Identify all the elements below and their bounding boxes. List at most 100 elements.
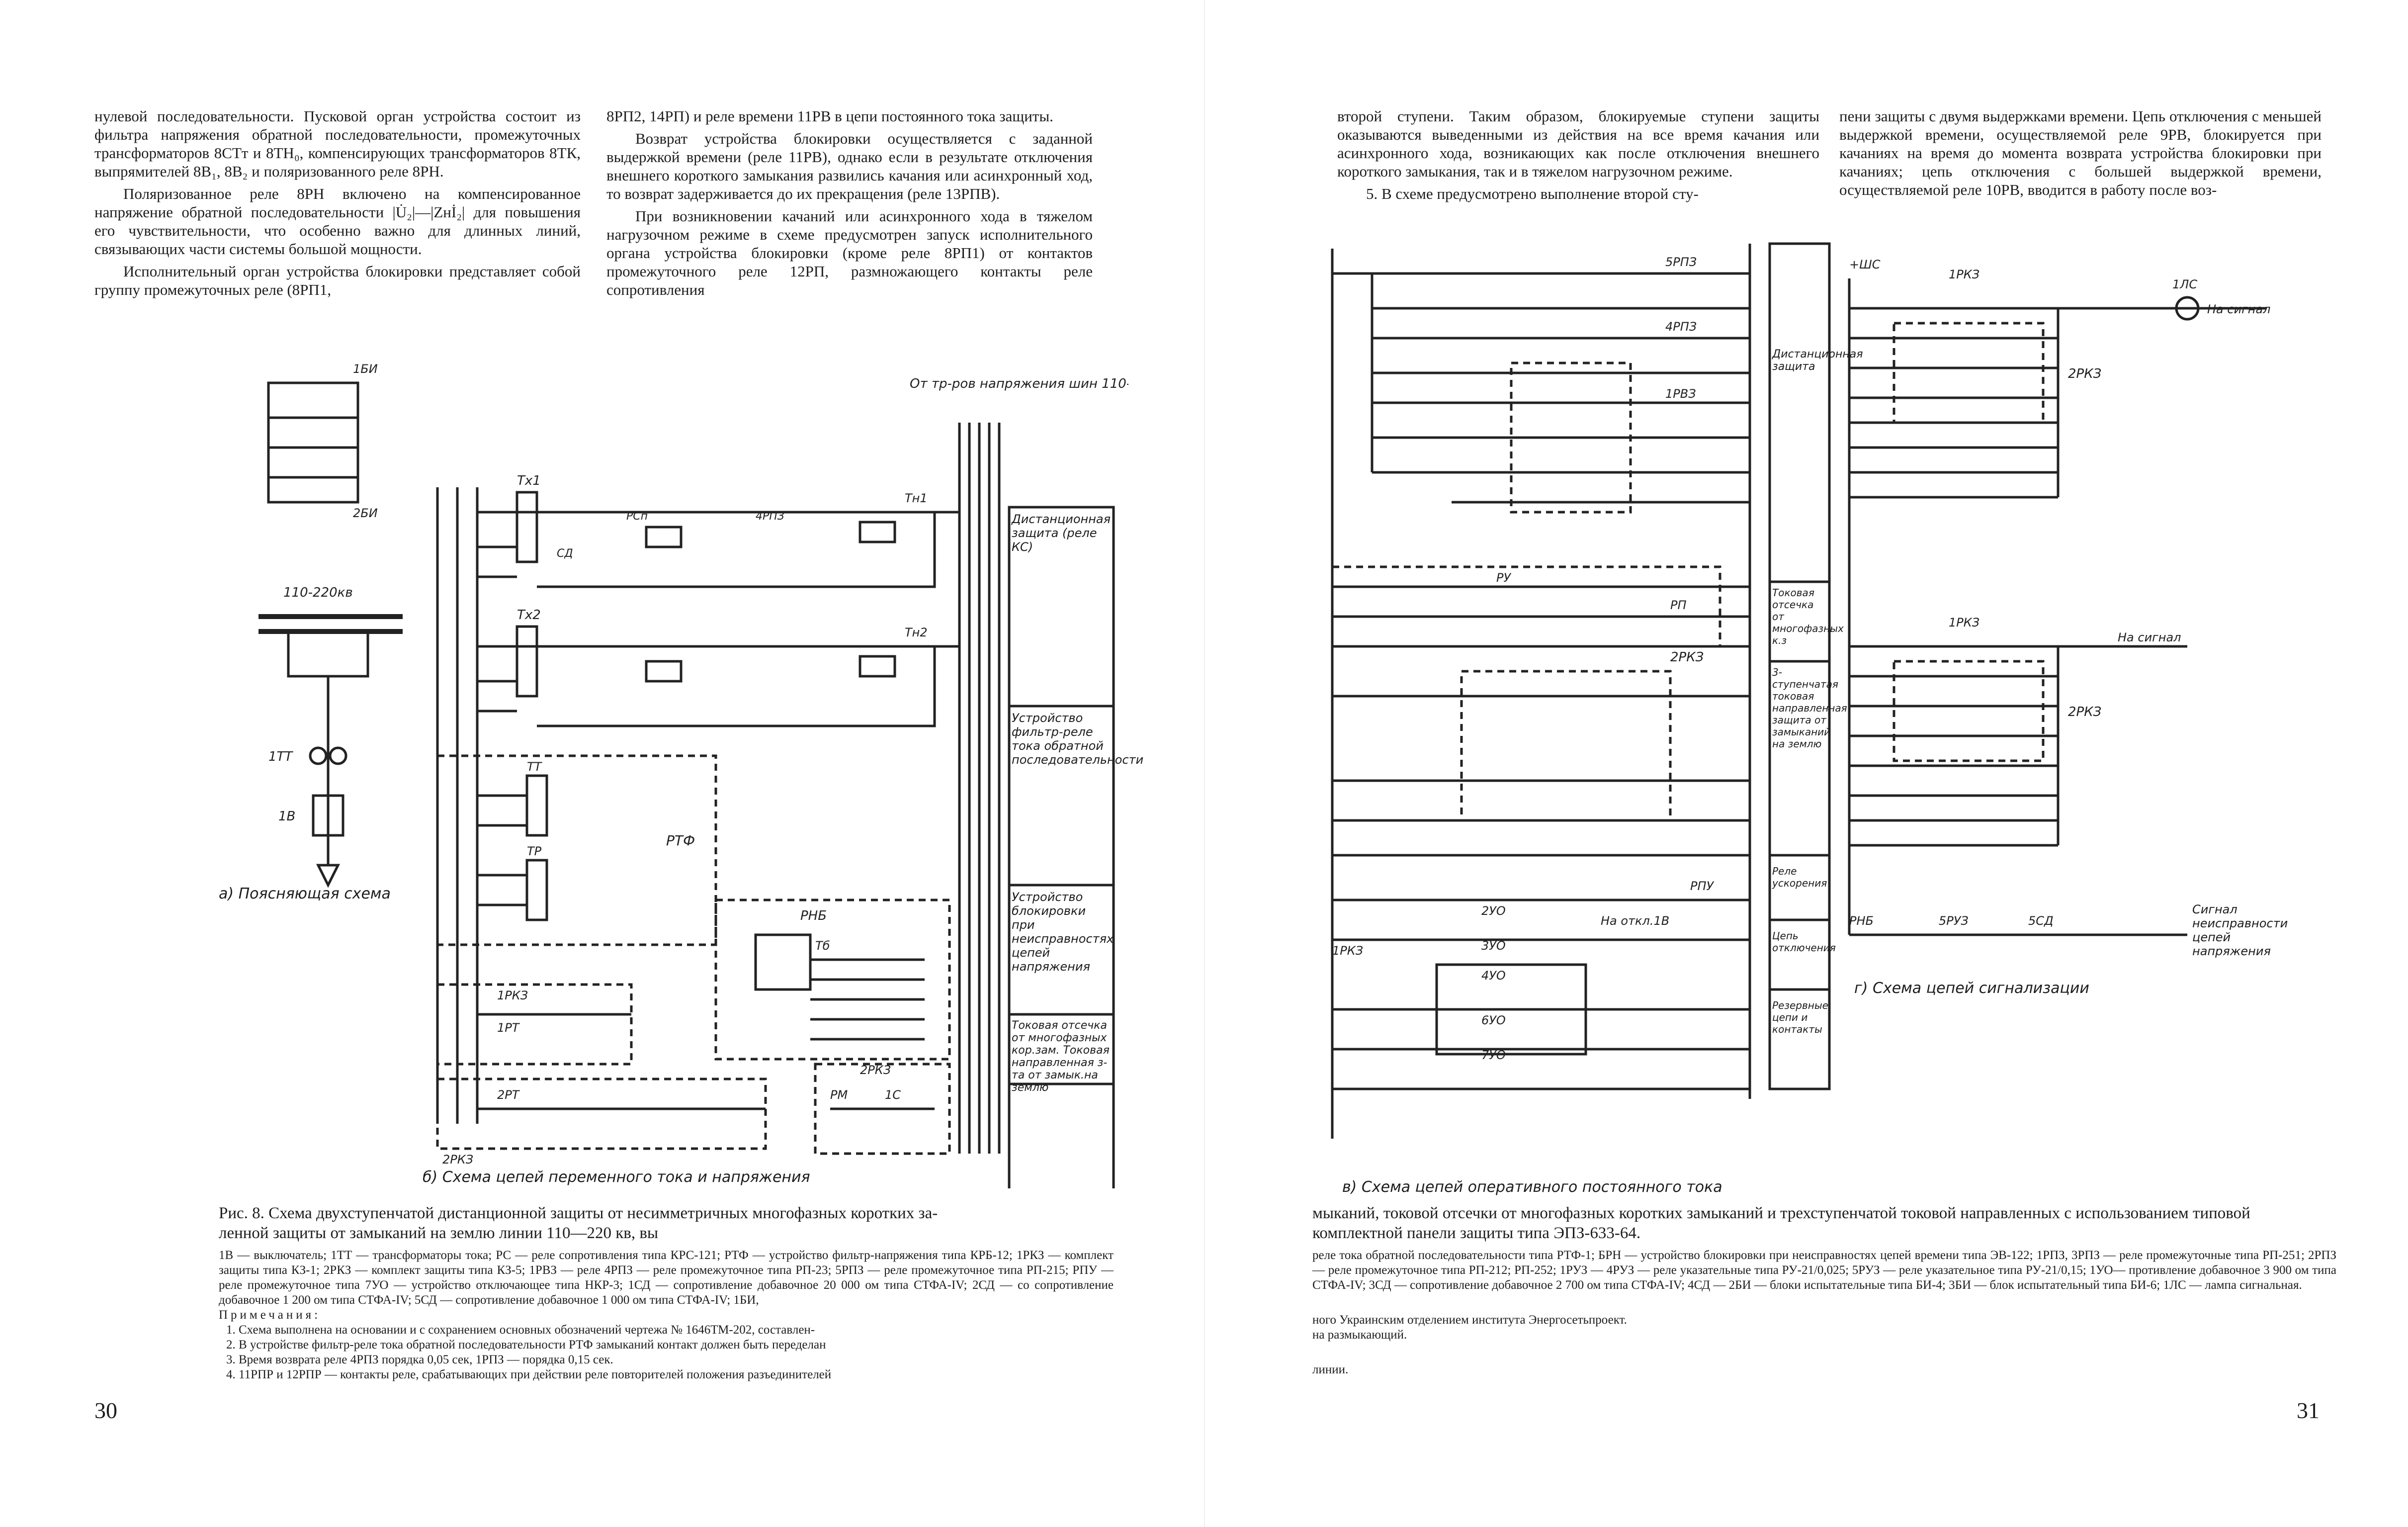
label-2rkz-s2: 2РКЗ bbox=[2068, 705, 2101, 719]
left-legend: 1В — выключатель; 1ТТ — трансформаторы т… bbox=[219, 1248, 1114, 1382]
label-signal-2: На сигнал bbox=[2118, 630, 2181, 644]
subtitle-g: г) Схема цепей сигнализации bbox=[1854, 980, 2089, 997]
label-r-cutoff: Токовая отсечка от многофазных к.з bbox=[1772, 587, 1844, 646]
label-5rpz: 5РПЗ bbox=[1665, 255, 1697, 269]
label-4rpz-r: 4РПЗ bbox=[1665, 320, 1697, 334]
note-item: Схема выполнена на основании и с сохране… bbox=[239, 1323, 1114, 1338]
paragraph: 5. В схеме предусмотрено выполнение втор… bbox=[1366, 185, 1699, 202]
label-6yo: 6УО bbox=[1481, 1013, 1506, 1027]
paragraph: 8РП2, 14РП) и реле времени 11РВ в цепи п… bbox=[606, 107, 1053, 125]
label-tn1: Тн1 bbox=[905, 491, 928, 505]
label-tr: ТР bbox=[527, 844, 542, 858]
label-2yo: 2УО bbox=[1481, 904, 1506, 918]
note-item: 11РПР и 12РПР — контакты реле, срабатыва… bbox=[239, 1367, 1114, 1382]
subtitle-a: а) Поясняющая схема bbox=[219, 885, 391, 902]
page-gutter bbox=[1204, 0, 1205, 1527]
label-1bi: 1БИ bbox=[353, 362, 378, 376]
label-block: Устройство блокировки при неисправностях… bbox=[1012, 890, 1114, 974]
left-schematic: От тр-ров напряжения шин 110-220 кв 110-… bbox=[258, 362, 1128, 1188]
label-2rkz-r: 2РКЗ bbox=[1670, 650, 1704, 665]
label-5sd: 5СД bbox=[2028, 914, 2054, 928]
label-7yo: 7УО bbox=[1481, 1048, 1506, 1062]
notes-list: Схема выполнена на основании и с сохране… bbox=[219, 1323, 1114, 1382]
left-text-column-2: 8РП2, 14РП) и реле времени 11РВ в цепи п… bbox=[606, 107, 1093, 303]
paragraph: Поляризованное реле 8РН включено на комп… bbox=[94, 185, 581, 258]
label-4rpz: 4РПЗ bbox=[756, 510, 784, 523]
note-line: на размыкающий. bbox=[1312, 1328, 1407, 1342]
label-2rkz-b: 2РКЗ bbox=[860, 1063, 891, 1077]
label-tx2: Тх2 bbox=[517, 608, 541, 623]
label-rnb-s: РНБ bbox=[1849, 914, 1874, 928]
label-2rkz-s: 2РКЗ bbox=[2068, 366, 2101, 381]
label-3yo: 3УО bbox=[1481, 939, 1506, 953]
label-ru: РУ bbox=[1496, 571, 1511, 585]
label-shs: +ШС bbox=[1849, 258, 1881, 271]
note-line: ного Украинским отделением института Эне… bbox=[1312, 1313, 1627, 1327]
label-1rvz: 1РВЗ bbox=[1665, 387, 1696, 401]
label-voltage: 110-220кв bbox=[283, 585, 353, 600]
label-tt: ТТ bbox=[527, 760, 543, 774]
label-tx1: Тх1 bbox=[517, 473, 541, 488]
label-r-accel: Реле ускорения bbox=[1772, 865, 1827, 889]
label-dist: Дистанционная защита (реле КС) bbox=[1012, 512, 1111, 554]
label-rtf: РТФ bbox=[666, 832, 695, 849]
legend-text: 1В — выключатель; 1ТТ — трансформаторы т… bbox=[219, 1249, 1114, 1307]
note-item: Время возврата реле 4РПЗ порядка 0,05 се… bbox=[239, 1352, 1114, 1367]
label-2rt: 2РТ bbox=[497, 1088, 520, 1102]
right-caption: мыканий, токовой отсечки от многофазных … bbox=[1312, 1204, 2250, 1242]
label-r-dist: Дистанционная защита bbox=[1772, 348, 1863, 373]
note-line: линии. bbox=[1312, 1363, 1349, 1376]
label-1lc: 1ЛС bbox=[2172, 277, 2197, 291]
subtitle-v: в) Схема цепей оперативного постоянного … bbox=[1342, 1178, 1722, 1196]
note-item: В устройстве фильтр-реле тока обратной п… bbox=[239, 1338, 1114, 1352]
label-1rkz-s: 1РКЗ bbox=[1949, 268, 1979, 281]
label-tn2: Тн2 bbox=[905, 626, 928, 639]
label-rsp: РСп bbox=[626, 510, 648, 523]
label-r-reserve: Резервные цепи и контакты bbox=[1772, 999, 1828, 1035]
paragraph: При возникновении качаний или асинхронно… bbox=[606, 207, 1093, 298]
subtitle-b: б) Схема цепей переменного тока и напряж… bbox=[423, 1168, 810, 1186]
label-1rkz-s2: 1РКЗ bbox=[1949, 616, 1979, 629]
label-1rt: 1РТ bbox=[497, 1021, 520, 1035]
label-rp: РП bbox=[1670, 598, 1687, 612]
paragraph: Возврат устройства блокировки осуществля… bbox=[606, 130, 1093, 202]
notes-title: Примечания: bbox=[219, 1308, 321, 1322]
page-number-left: 30 bbox=[94, 1398, 117, 1423]
legend-text-right: реле тока обратной последовательности ти… bbox=[1312, 1249, 2336, 1292]
label-rpu: РПУ bbox=[1690, 879, 1715, 893]
label-5ruz: 5РУЗ bbox=[1939, 914, 1969, 928]
label-sd: СД bbox=[557, 547, 573, 560]
paragraph: пени защиты с двумя выдержками времени. … bbox=[1839, 107, 2322, 198]
right-text-column-2: пени защиты с двумя выдержками времени. … bbox=[1839, 107, 2322, 203]
page-number-right: 31 bbox=[2297, 1398, 2320, 1423]
label-1c: 1С bbox=[885, 1088, 901, 1102]
label-tb: Тб bbox=[815, 939, 830, 953]
label-1rkz: 1РКЗ bbox=[497, 988, 528, 1002]
label-1rkz-r: 1РКЗ bbox=[1332, 944, 1363, 958]
label-filter: Устройство фильтр-реле тока обратной пос… bbox=[1012, 711, 1144, 767]
label-signal-1: На сигнал bbox=[2207, 302, 2271, 316]
label-1tt: 1ТТ bbox=[268, 749, 293, 764]
label-busbar: От тр-ров напряжения шин 110-220 кв bbox=[910, 376, 1128, 391]
paragraph: нулевой последовательности. Пусковой орг… bbox=[94, 107, 581, 180]
label-2bi: 2БИ bbox=[353, 506, 378, 520]
paragraph: Исполнительный орган устройства блокиров… bbox=[94, 263, 581, 298]
label-1b: 1В bbox=[278, 809, 295, 824]
label-rm: РМ bbox=[830, 1088, 848, 1102]
label-4yo: 4УО bbox=[1481, 969, 1506, 983]
right-text-column-1: второй ступени. Таким образом, блокируем… bbox=[1337, 107, 1819, 207]
paragraph: второй ступени. Таким образом, блокируем… bbox=[1337, 107, 1819, 180]
label-r-third: 3-ступенчатая токовая направленная защит… bbox=[1772, 666, 1847, 750]
label-signal-fault: Сигнал неисправности цепей напряжения bbox=[2192, 902, 2288, 958]
label-r-trip: Цепь отключения bbox=[1772, 930, 1836, 954]
right-schematic-signal: +ШС 1РКЗ 1ЛС На сигнал 2РКЗ 1РКЗ На сигн… bbox=[1848, 258, 2271, 936]
right-legend: реле тока обратной последовательности ти… bbox=[1312, 1248, 2336, 1377]
left-text-column-1: нулевой последовательности. Пусковой орг… bbox=[94, 107, 581, 303]
label-rnb: РНБ bbox=[800, 908, 827, 923]
left-caption: Рис. 8. Схема двухступенчатой дистанцион… bbox=[219, 1204, 938, 1242]
right-schematic-dc: 5РПЗ 4РПЗ 1РВЗ РП РУ 2РКЗ РПУ 2УО 3УО 4У… bbox=[1331, 242, 1831, 1139]
label-to-breaker: На откл.1В bbox=[1601, 914, 1669, 928]
label-2rkz: 2РКЗ bbox=[442, 1153, 473, 1167]
label-cutoff: Токовая отсечка от многофазных кор.зам. … bbox=[1012, 1019, 1110, 1094]
